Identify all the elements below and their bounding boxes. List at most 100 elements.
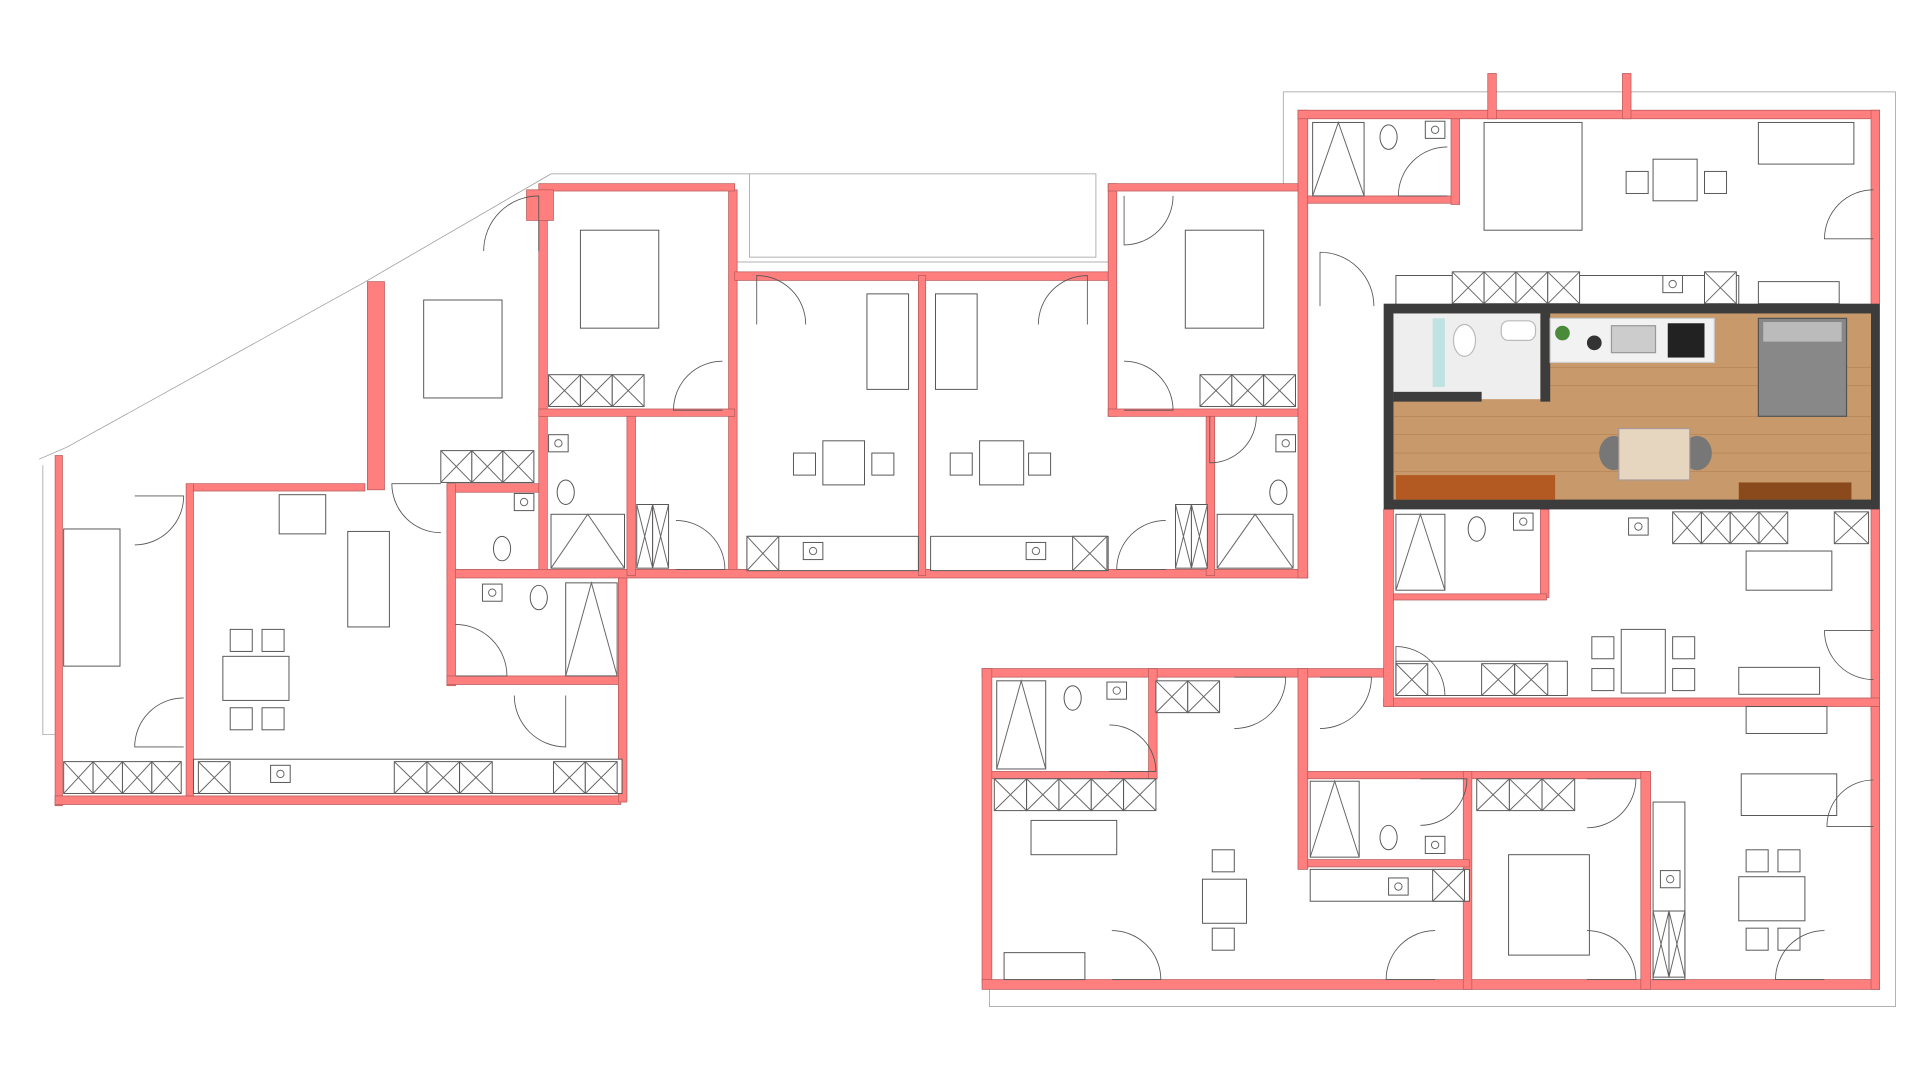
wall [54, 455, 63, 807]
wall [446, 483, 540, 493]
door-swing-icon [513, 695, 567, 748]
desk-icon [1757, 281, 1840, 305]
sink-icon [1628, 517, 1649, 536]
door-swing-icon [391, 483, 441, 534]
cabinet-x-icon [584, 761, 618, 794]
wall [981, 668, 1385, 678]
cabinet-x-icon [1514, 663, 1549, 696]
wall [185, 483, 194, 797]
door-swing-icon [675, 519, 726, 570]
cabinet-x-icon [1704, 271, 1737, 305]
chair-icon [792, 452, 816, 476]
highlighted-unit[interactable] [1383, 303, 1880, 510]
toilet-icon [556, 479, 575, 505]
cabinet-x-icon [553, 761, 586, 794]
cabinet-x-icon [393, 761, 428, 794]
sofa-icon [866, 293, 910, 390]
doors [134, 146, 1874, 981]
wall [1205, 415, 1216, 576]
wall [1870, 706, 1880, 990]
door-swing-icon [1109, 724, 1157, 772]
chair-icon [1028, 452, 1052, 476]
pillows [1763, 322, 1842, 342]
toilet-icon [1063, 685, 1082, 711]
wall [193, 483, 366, 492]
shower-glass [1432, 318, 1445, 387]
cabinet-x-icon [1155, 680, 1189, 713]
chair-icon [261, 707, 285, 731]
toilet-icon [492, 535, 512, 562]
sofa-icon [1740, 773, 1838, 817]
table-icon [1738, 876, 1806, 922]
cabinet-x-icon [1729, 511, 1760, 545]
sink-icon [276, 769, 285, 779]
cabinet-x-icon [151, 761, 182, 794]
cabinet-x-icon [652, 504, 670, 569]
tv-bench [1738, 482, 1852, 500]
cabinet-x-icon [1541, 778, 1576, 811]
door-swing-icon [1234, 676, 1287, 729]
wall [538, 183, 736, 192]
cabinet-x-icon [1672, 511, 1702, 545]
door-swing-icon [756, 275, 807, 325]
wall [1307, 771, 1649, 780]
sink-icon [1512, 512, 1534, 531]
shower-icon [550, 513, 625, 569]
door-swing-icon [1385, 930, 1436, 981]
walls [54, 73, 1880, 990]
sink-icon [1275, 434, 1296, 453]
cabinet-x-icon [1432, 869, 1465, 902]
door-swing-icon [1586, 930, 1637, 981]
door-swing-icon [1824, 630, 1874, 681]
cabinet-x-icon [1451, 271, 1485, 305]
sink-icon [1112, 686, 1121, 695]
wall [1487, 73, 1497, 120]
bed-icon [423, 299, 503, 399]
chair-icon [1704, 170, 1728, 194]
table-icon [1201, 878, 1248, 924]
bed-icon [1508, 854, 1590, 956]
cabinet-x-icon [1175, 504, 1192, 569]
sink-icon [1430, 840, 1440, 850]
desk-icon [1745, 706, 1828, 734]
shower-icon [550, 513, 625, 569]
sink-icon [1662, 275, 1683, 294]
cabinet-x-icon [1476, 778, 1510, 811]
wall [981, 668, 993, 983]
cabinet-x-icon [548, 374, 581, 407]
chair-icon [1777, 927, 1801, 951]
wall [991, 771, 1158, 780]
cabinet-x-icon [1833, 511, 1869, 545]
wall [1622, 73, 1632, 120]
shower-icon [996, 680, 1047, 770]
chair-icon [261, 628, 285, 652]
sink-icon [1031, 546, 1041, 556]
sofa-icon [347, 530, 390, 628]
cabinet-x-icon [1668, 910, 1686, 978]
cabinet-x-icon [1547, 271, 1580, 305]
chair-icon [229, 707, 253, 731]
sink-icon [1668, 279, 1677, 289]
door-swing-icon [1586, 778, 1637, 829]
sink-icon [1634, 522, 1643, 531]
table-icon [1620, 628, 1666, 694]
bathroom-wall-bottom [1393, 391, 1482, 402]
wall [1640, 771, 1651, 990]
wall [618, 577, 628, 803]
sink-icon [1659, 870, 1681, 889]
chair-icon [1211, 849, 1235, 873]
cabinet-x-icon [580, 374, 613, 407]
shower-icon [1309, 779, 1360, 858]
sink-icon [1388, 877, 1409, 896]
chair-icon [949, 452, 973, 476]
plant-icon [1555, 325, 1570, 341]
wall [626, 415, 636, 576]
door-swing-icon [673, 360, 723, 411]
cabinet-x-icon [1483, 271, 1517, 305]
shower-icon [1216, 513, 1294, 569]
chair-icon [229, 628, 253, 652]
cabinet-x-icon [1190, 504, 1208, 569]
door-swing-icon [1319, 676, 1372, 729]
sink-icon [1394, 882, 1403, 891]
table-icon [979, 440, 1025, 486]
